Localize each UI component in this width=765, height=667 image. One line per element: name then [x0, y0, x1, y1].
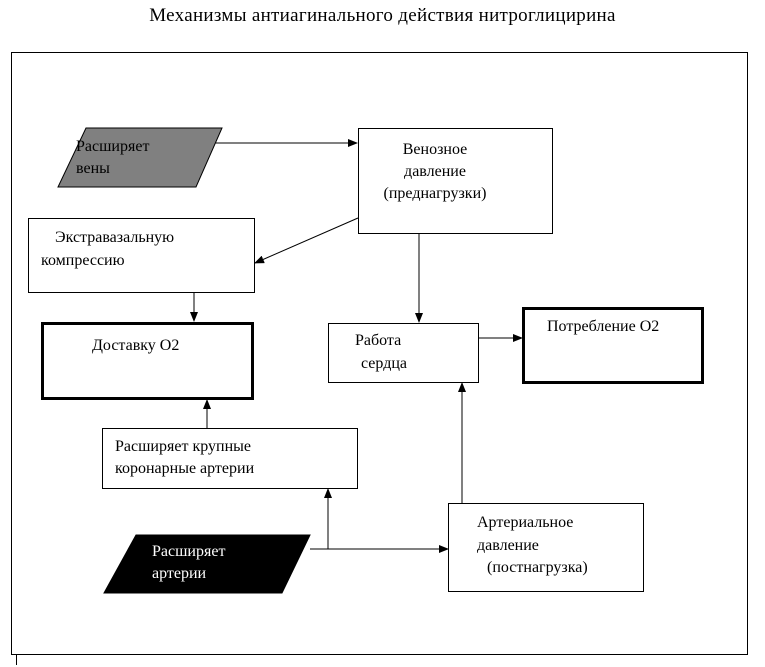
diagram-frame: [11, 52, 748, 655]
node-extravasal-compression: Экстравазальную компрессию: [28, 218, 255, 293]
node-o2-consumption: Потребление О2: [522, 307, 704, 384]
node-arteries-label: Расширяет артерии: [152, 543, 226, 582]
diagram-title: Механизмы антиагинального действия нитро…: [149, 5, 616, 26]
node-heart-work: Работа сердца: [328, 323, 479, 383]
node-coronary-arteries: Расширяет крупные коронарные артерии: [102, 428, 358, 489]
node-veins-shape: [57, 127, 223, 188]
node-arteries-shape: [103, 534, 311, 594]
node-arterial-pressure: Артериальное давление (постнагрузка): [448, 503, 644, 592]
node-veins-label: Расширяет вены: [76, 138, 150, 177]
node-o2-delivery: Доставку О2: [41, 322, 254, 400]
edge-arteries-coronary: [310, 488, 332, 550]
page-mark: [16, 655, 17, 665]
node-venous-pressure: Венозное давление (преднагрузки): [358, 128, 553, 234]
edge-venous-extravasal: [254, 217, 359, 264]
